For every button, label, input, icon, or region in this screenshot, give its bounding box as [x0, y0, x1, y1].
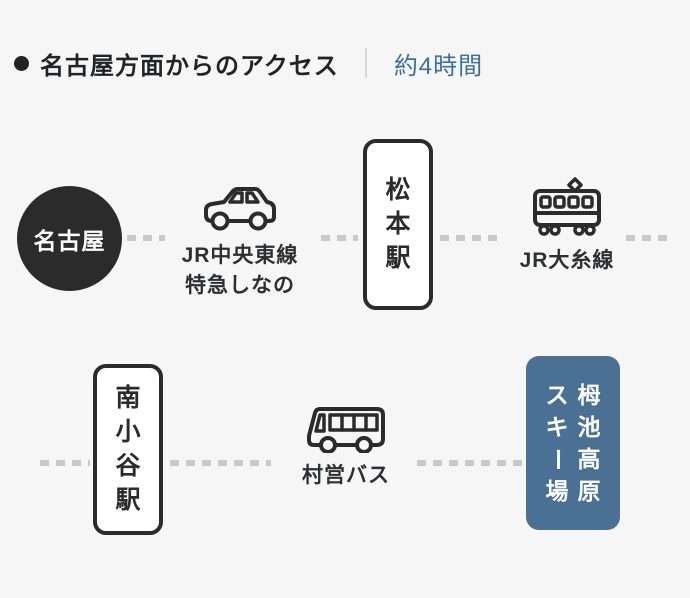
train-icon [533, 177, 601, 236]
destination-label: 栂池高原スキー場 [544, 381, 601, 504]
leg-express-train: JR中央東線 特急しなの [160, 179, 320, 301]
car-icon [204, 187, 276, 231]
leg-label-line2: 特急しなの [185, 274, 295, 297]
page-title: 名古屋方面からのアクセス [40, 52, 339, 80]
station-label: 松本駅 [385, 176, 411, 272]
station-box-minamiotari: 南小谷駅 [93, 364, 163, 535]
station-box-matsumoto: 松本駅 [363, 139, 433, 310]
destination-box: 栂池高原スキー場 [526, 356, 620, 530]
station-label: 南小谷駅 [115, 384, 141, 514]
route-connector [440, 235, 501, 241]
route-connector [40, 460, 90, 466]
leg-local-train: JR大糸線 [506, 175, 628, 276]
bullet-icon [14, 55, 29, 71]
travel-duration: 約4時間 [393, 52, 484, 80]
route-connector [170, 460, 271, 466]
header-divider [364, 48, 367, 78]
bus-icon [307, 407, 385, 453]
route-connector [626, 235, 667, 241]
origin-label: 名古屋 [33, 227, 106, 254]
leg-label: JR大糸線 [519, 249, 615, 272]
route-connector [321, 235, 358, 241]
leg-bus: 村営バス [285, 404, 407, 491]
route-connector [127, 235, 165, 241]
leg-label: JR中央東線 特急しなの [160, 241, 320, 301]
header: 名古屋方面からのアクセス 約4時間 [14, 46, 483, 80]
leg-label: 村営バス [302, 464, 390, 487]
origin-node: 名古屋 [17, 186, 122, 291]
leg-label-line1: JR中央東線 [181, 244, 299, 267]
route-connector [417, 460, 523, 466]
